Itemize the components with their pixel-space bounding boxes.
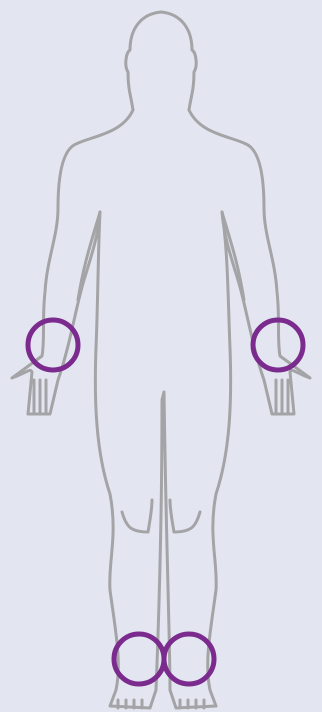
body-map-diagram [0,0,322,712]
diagram-background [0,0,322,712]
human-body-outline-figure [0,0,322,712]
